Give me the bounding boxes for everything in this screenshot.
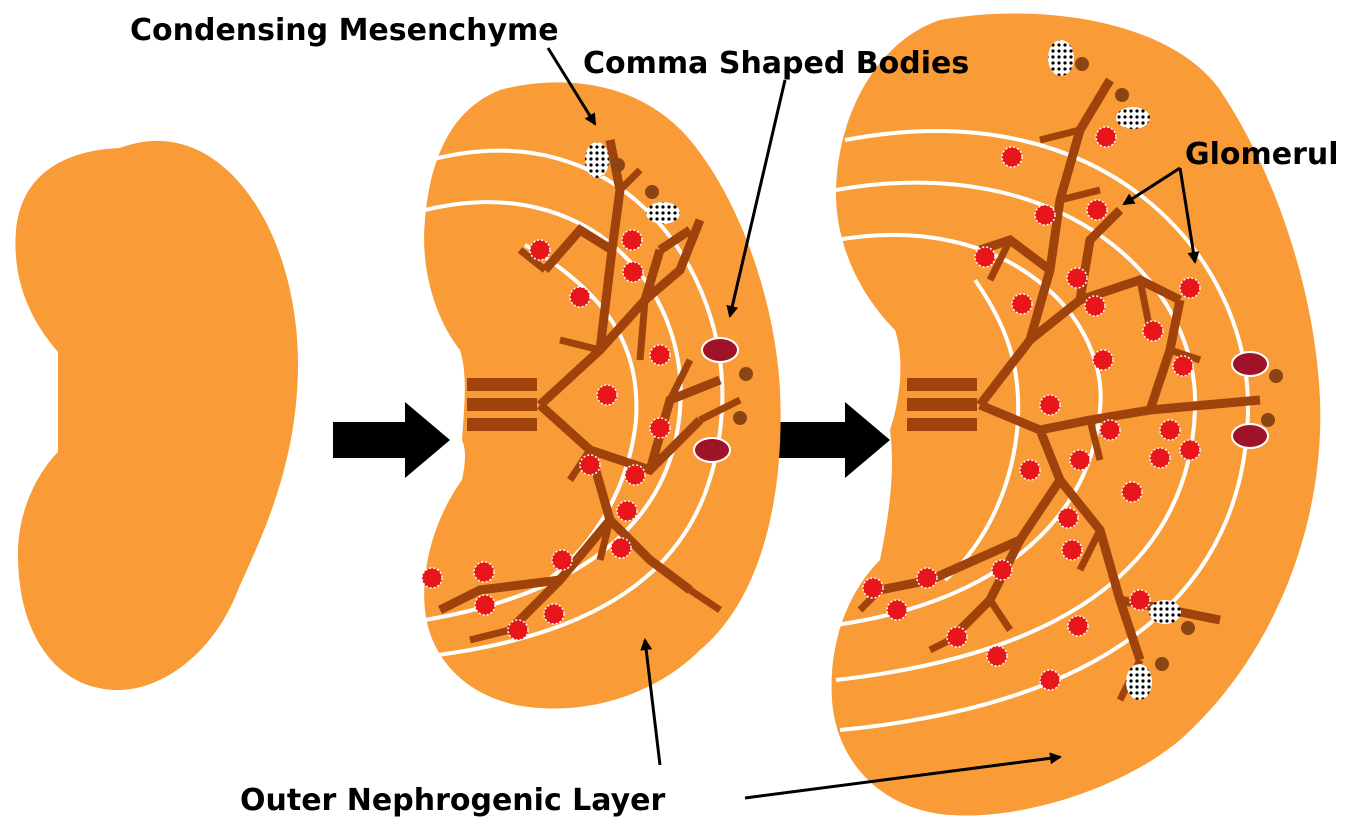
kidney-stage-1 bbox=[15, 141, 298, 690]
kidney-stage-3 bbox=[832, 13, 1321, 815]
label-condensing-mesenchyme: Condensing Mesenchyme bbox=[130, 13, 559, 48]
label-glomerul: Glomerul bbox=[1185, 137, 1339, 172]
stage-arrow-1 bbox=[333, 402, 450, 478]
label-outer-nephrogenic-layer: Outer Nephrogenic Layer bbox=[240, 783, 666, 818]
label-comma-shaped-bodies: Comma Shaped Bodies bbox=[583, 46, 969, 81]
stage-arrow-2 bbox=[773, 402, 890, 478]
kidney-stage-2 bbox=[422, 82, 781, 708]
kidney-primordium-icon bbox=[15, 141, 298, 690]
